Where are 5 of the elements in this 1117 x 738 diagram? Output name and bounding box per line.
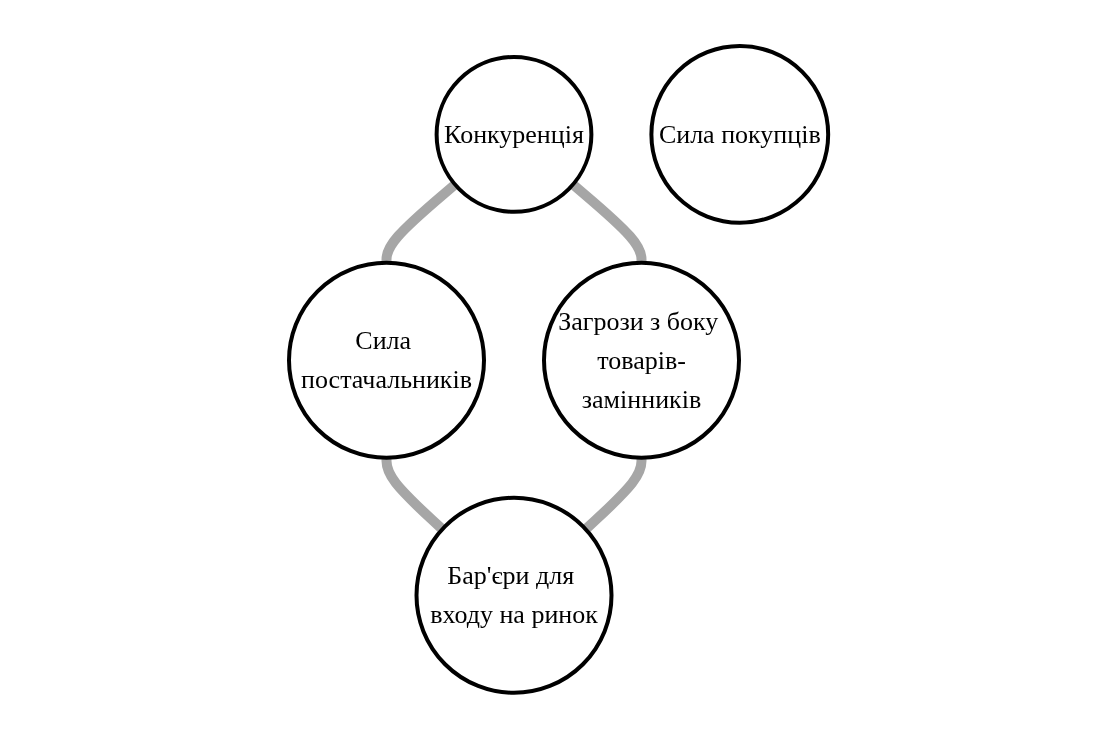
node-circle: Сила покупців xyxy=(649,43,831,225)
node-circle: Загрози з боку товарів-замінників xyxy=(541,260,741,460)
node-circle: Сила постачальників xyxy=(286,260,486,460)
node-circle: Конкуренція xyxy=(434,54,594,214)
node-circle: Бар'єри для входу на ринок xyxy=(414,495,614,695)
